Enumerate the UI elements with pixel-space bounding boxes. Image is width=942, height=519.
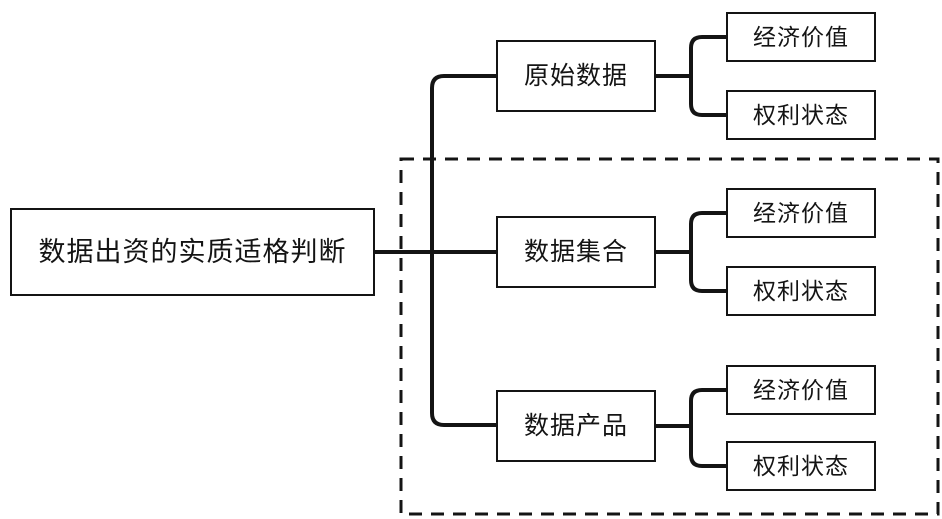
node-leaf-rights-status-2: 权利状态 [726, 266, 876, 316]
node-leaf-economic-value-2: 经济价值 [726, 188, 876, 238]
node-branch-raw-data: 原始数据 [496, 40, 656, 112]
dashed-group-frame [399, 157, 940, 516]
node-leaf-rights-status-3: 权利状态 [726, 441, 876, 491]
connector-branch2-fork [689, 211, 726, 293]
connector-branch1-fork [689, 35, 726, 117]
node-leaf-rights-status-1: 权利状态 [726, 90, 876, 140]
node-leaf-economic-value-3: 经济价值 [726, 365, 876, 415]
node-branch-data-product: 数据产品 [496, 390, 656, 462]
node-leaf-economic-value-1: 经济价值 [726, 12, 876, 62]
connector-branch3-fork [689, 388, 726, 468]
node-root: 数据出资的实质适格判断 [10, 208, 375, 296]
node-branch-data-collection: 数据集合 [496, 216, 656, 288]
